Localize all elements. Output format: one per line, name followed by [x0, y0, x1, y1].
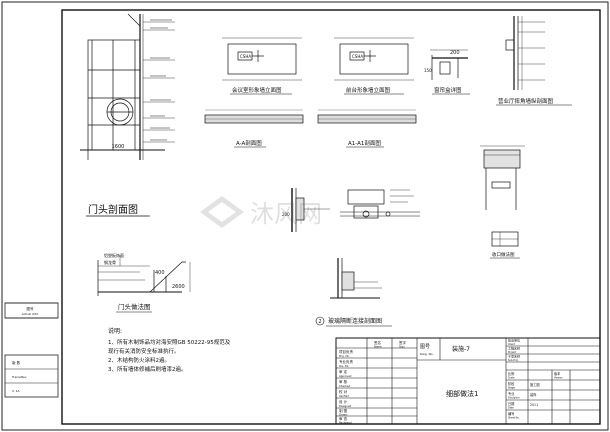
tb-rb-5-en: Version — [554, 377, 563, 380]
notes-block: 说明: 1、所有木制饰品均对海安照GB 50222-95规范及 现行有关消防安全… — [108, 327, 231, 373]
title-block-left-labels: 签名 Name 签字 Sign 项目负责 Proj. Dir. 专业负责 Dis… — [339, 340, 407, 425]
door-detail-note-a: 铝塑板饰面 — [104, 252, 124, 258]
watermark: 沐风网 — [200, 196, 322, 228]
title-block — [335, 337, 601, 425]
tb-row-5-en: Designed — [339, 404, 352, 408]
notes-item-2: 现行有关消防安全标准执行。 — [108, 347, 180, 355]
door-section-title: 门头剖面图 — [88, 203, 138, 216]
tb-row-0-en: Proj. Dir. — [339, 354, 350, 358]
glass-partition-index-circle — [315, 316, 325, 326]
front-elevation-title: 前台形象墙立面图 — [346, 86, 391, 94]
tb-row-1: 专业负责 — [339, 359, 353, 364]
drawing-no-label-en: Dwg. No. — [420, 352, 434, 356]
tb-row-0: 项目负责 — [339, 349, 353, 354]
tb-right-row-1: 工程名称 — [508, 346, 520, 351]
tb-right-row-1-en: Project — [508, 351, 516, 354]
section-a1-drawing — [317, 109, 417, 124]
notes-item-3: 2、木结构防火涂料2遍。 — [108, 356, 170, 364]
door-detail-dim-a: 400 — [155, 270, 165, 276]
margin-box2-bottom: V. 1A — [12, 389, 20, 393]
front-elevation-drawing — [334, 37, 414, 81]
tb-col-header-1: 签名 — [374, 340, 381, 345]
meeting-elevation-title: 会议室形象墙立面图 — [232, 86, 282, 94]
tb-rb-4: 编号 — [508, 411, 514, 416]
tb-right-row-0-en: Client — [508, 343, 515, 346]
notes-item-1: 1、所有木制饰品均对海安照GB 50222-95规范及 — [108, 338, 231, 346]
drawing-no-label: 图号 — [420, 344, 430, 350]
tb-row-7: 审 查 — [339, 416, 348, 421]
curtain-box-dim-a: 200 — [450, 50, 460, 56]
pillar-detail-drawing — [480, 145, 525, 210]
margin-box1-top: 图号 — [27, 306, 34, 311]
wall-section-title: 营业厅摔角墙纵剖面图 — [498, 97, 554, 105]
curtain-box-dim-b: 150 — [424, 68, 432, 73]
tb-rb-2: 专业 — [508, 391, 514, 396]
tb-rb-1-en: Stage — [508, 387, 515, 390]
tb-row-3: 审 核 — [339, 379, 348, 384]
tb-col-header-2: 签字 — [399, 340, 407, 345]
tb-rb-3: 日期 — [508, 401, 514, 406]
title-block-right-labels: 建设单位 Client 工程名称 Project 子项名称 Sub-Proj. … — [508, 338, 563, 420]
tb-row-5: 设 计 — [339, 399, 348, 404]
notes-heading: 说明: — [108, 327, 122, 335]
wall-section-drawing — [505, 16, 545, 90]
drawing-number: 装施-7 — [452, 345, 470, 353]
door-section-drawing — [80, 13, 175, 160]
front-elevation-panel: CSHA — [352, 54, 363, 59]
tb-col-header-1-en: Name — [374, 345, 382, 349]
edge-detail-title: 收口做法图 — [492, 251, 515, 258]
meeting-elevation-drawing — [222, 37, 302, 81]
notes-item-4: 3、所有墙体修補后刷墙漆2遍。 — [108, 365, 187, 373]
tb-row-6-en: Drawn — [339, 413, 348, 417]
door-detail-drawing — [97, 255, 191, 296]
curtain-box-title: 窗帘盒详图 — [434, 86, 462, 94]
door-detail-title: 门头做法图 — [118, 302, 151, 311]
section-aa-drawing — [204, 109, 304, 124]
tb-rb-0: 比例 — [508, 371, 514, 376]
margin-box2-mid: Trans/Rev — [11, 375, 27, 379]
glass-partition-drawing — [291, 188, 420, 299]
edge-detail-drawing — [491, 231, 519, 247]
tb-rb-3-en: Date — [508, 407, 514, 410]
tb-right-row-2: 子项名称 — [508, 354, 520, 359]
door-detail-dim-b: 2600 — [172, 284, 185, 290]
tb-rb-5: 版本 — [554, 371, 561, 376]
tb-rb-3-val: 2011 — [530, 403, 538, 407]
left-margin: 图号 Actual XXX 版 数 Trans/Rev V. 1A — [4, 302, 59, 398]
section-aa-title: A-A剖面图 — [236, 139, 262, 147]
tb-rb-2-val: 装饰 — [530, 392, 536, 397]
inner-border — [61, 9, 601, 425]
watermark-text: 沐风网 — [250, 200, 322, 228]
tb-row-3-en: Checked — [339, 384, 350, 388]
tb-row-1-en: Dis. Dir. — [339, 364, 349, 368]
glass-partition-index: 2 — [318, 319, 321, 325]
section-a1-title: A1-A1剖面图 — [348, 139, 381, 147]
meeting-elevation-panel: CSHA — [240, 54, 251, 59]
tb-right-row-2-en: Sub-Proj. — [508, 359, 519, 362]
tb-col-header-2-en: Sign — [399, 345, 405, 349]
glass-partition-title: 玻璃隔断连接剖面图 — [328, 317, 382, 325]
curtain-box-drawing — [430, 49, 468, 80]
tb-row-4-en: Verified — [339, 394, 349, 398]
door-detail-note-b: 钢龙骨 — [104, 259, 116, 265]
tb-rb-4-en: Sheet No. — [508, 417, 520, 420]
margin-box1-bottom: Actual XXX — [22, 312, 39, 316]
tb-rb-2-en: Discipline — [508, 397, 520, 400]
tb-row-2: 审 定 — [339, 369, 348, 374]
tb-rb-1: 阶段 — [508, 381, 515, 386]
margin-box2-top: 版 数 — [12, 360, 21, 365]
tb-row-4: 校 对 — [339, 389, 348, 394]
tb-rb-0-en: Scale — [508, 377, 515, 380]
drawing-title: 细部做法1 — [446, 389, 478, 398]
tb-row-7-en: Reviewed — [339, 421, 352, 425]
tb-row-2-en: Approved — [339, 374, 352, 378]
door-section-dimension: 1600 — [112, 144, 125, 150]
tb-right-row-0: 建设单位 — [508, 338, 520, 343]
tb-row-6: 制 图 — [339, 408, 348, 413]
glass-partition-dim: 200 — [282, 212, 290, 217]
tb-rb-1-val: 施工图 — [530, 382, 540, 387]
